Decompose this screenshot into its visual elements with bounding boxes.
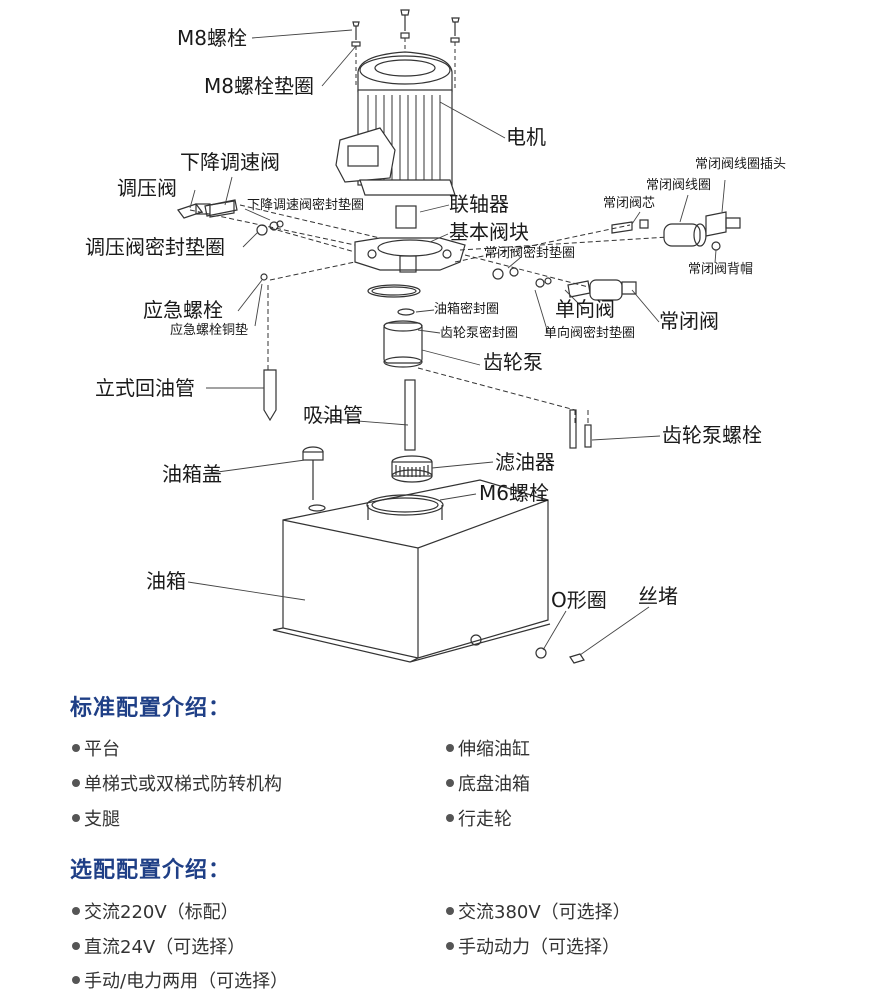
optional-config-title: 选配配置介绍： <box>70 858 232 883</box>
label-m8-washer: M8螺栓垫圈 <box>204 74 314 98</box>
bullet-icon <box>446 779 454 787</box>
filter-drawing <box>391 455 433 483</box>
label-nc-cap: 常闭阀背帽 <box>688 262 754 277</box>
label-tank-seal: 油箱密封圈 <box>434 302 500 317</box>
label-coupling: 联轴器 <box>449 192 509 216</box>
optional-item: 手动/电力两用（可选择） <box>72 967 288 993</box>
label-emergency-bolt: 应急螺栓 <box>143 298 223 322</box>
label-motor: 电机 <box>506 125 546 149</box>
bullet-icon <box>446 942 454 950</box>
label-base-block: 基本阀块 <box>449 220 529 244</box>
bullet-icon <box>72 744 80 752</box>
optional-item: 交流220V（标配） <box>72 898 239 924</box>
standard-item: 行走轮 <box>446 805 512 831</box>
label-gear-pump-bolt: 齿轮泵螺栓 <box>662 423 762 447</box>
standard-item: 平台 <box>72 735 120 761</box>
label-emergency-washer: 应急螺栓铜垫 <box>170 323 249 338</box>
base-block-drawing <box>354 237 466 273</box>
label-suction-pipe: 吸油管 <box>303 403 363 427</box>
label-m6-bolt: M6螺栓 <box>479 481 549 505</box>
hydraulic-exploded-diagram <box>177 9 741 664</box>
optional-item: 直流24V（可选择） <box>72 933 245 959</box>
standard-item: 支腿 <box>72 805 120 831</box>
label-check-valve: 单向阀 <box>555 297 615 321</box>
bullet-icon <box>446 907 454 915</box>
label-filter: 滤油器 <box>495 450 555 474</box>
label-nc-valve: 常闭阀 <box>659 309 719 333</box>
oil-tank-drawing <box>272 479 551 663</box>
bullet-icon <box>72 907 80 915</box>
label-return-pipe: 立式回油管 <box>95 376 195 400</box>
standard-item: 单梯式或双梯式防转机构 <box>72 770 282 796</box>
label-check-valve-seal: 单向阀密封垫圈 <box>544 326 636 341</box>
optional-item: 交流380V（可选择） <box>446 898 631 924</box>
label-nc-coil-plug: 常闭阀线圈插头 <box>695 157 787 172</box>
standard-item: 伸缩油缸 <box>446 735 530 761</box>
bullet-icon <box>446 744 454 752</box>
tank-cap-drawing <box>302 446 326 512</box>
label-plug: 丝堵 <box>638 584 678 608</box>
label-pressure-valve: 调压阀 <box>117 176 177 200</box>
motor-drawing <box>335 51 456 196</box>
label-o-ring: O形圈 <box>551 588 607 612</box>
label-pressure-seal: 调压阀密封垫圈 <box>85 235 225 259</box>
label-tank: 油箱 <box>146 569 186 593</box>
label-gear-pump-seal: 齿轮泵密封圈 <box>440 326 519 341</box>
label-nc-coil: 常闭阀线圈 <box>646 178 712 193</box>
pressure-valve-drawing <box>177 199 238 219</box>
label-gear-pump: 齿轮泵 <box>483 350 543 374</box>
label-lower-speed-seal: 下降调速阀密封垫圈 <box>247 198 365 213</box>
bullet-icon <box>72 779 80 787</box>
label-nc-seal: 常闭阀密封垫圈 <box>484 246 576 261</box>
label-tank-cap: 油箱盖 <box>162 462 222 486</box>
standard-config-title: 标准配置介绍： <box>70 696 232 721</box>
standard-item: 底盘油箱 <box>446 770 530 796</box>
bullet-icon <box>446 814 454 822</box>
optional-item: 手动动力（可选择） <box>446 933 620 959</box>
coupling-drawing <box>395 205 417 229</box>
bullet-icon <box>72 942 80 950</box>
label-lower-speed-valve: 下降调速阀 <box>180 150 280 174</box>
label-m8-bolt: M8螺栓 <box>177 26 247 50</box>
bullet-icon <box>72 814 80 822</box>
label-nc-core: 常闭阀芯 <box>603 196 656 211</box>
gear-pump-drawing <box>383 320 423 368</box>
bullet-icon <box>72 976 80 984</box>
